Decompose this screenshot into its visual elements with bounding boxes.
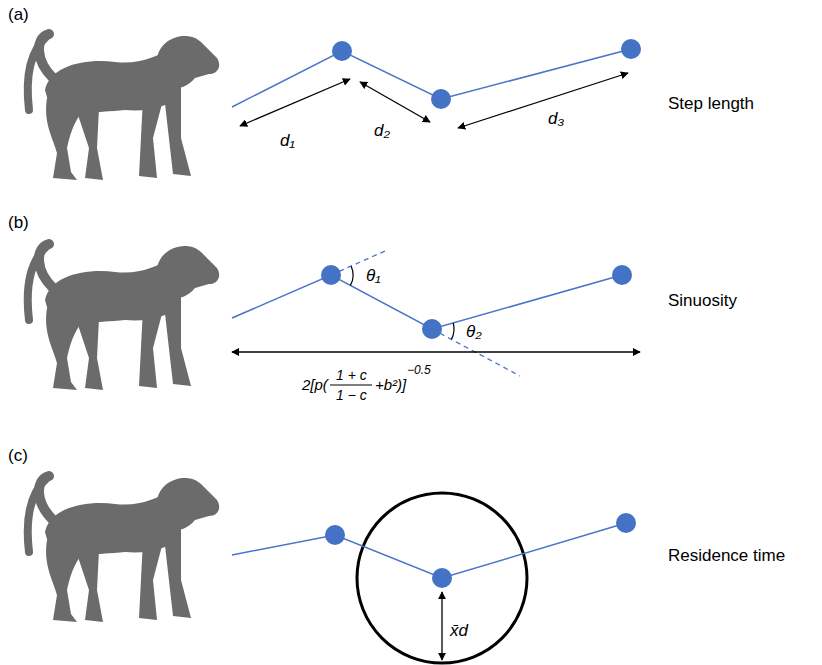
location-fix [422,319,442,339]
formula-part: +b²)] [375,377,406,392]
formula-part: 1 + c [336,368,367,382]
distance-arrow [458,73,628,128]
metric-name: Sinuosity [668,292,737,309]
baboon-silhouette [28,244,219,390]
location-fix [621,39,641,59]
distance-label: d₁ [280,132,295,149]
panel-letter: (b) [8,214,29,231]
angle-arc [451,323,454,339]
distance-label: d₃ [548,110,564,127]
location-fix [332,41,352,61]
location-fix [616,513,636,533]
location-fix [325,525,345,545]
angle-label: θ₂ [466,323,482,340]
distance-arrow [360,82,430,122]
residence-circle [357,493,527,663]
metric-name: Step length [668,95,754,112]
distance-arrow [240,79,350,126]
location-fix [321,265,341,285]
panel-letter: (c) [8,447,28,464]
radius-arrow [441,592,442,660]
baboon-silhouette [28,34,219,180]
metric-name: Residence time [668,547,785,564]
location-fix [432,568,452,588]
angle-arc [350,266,353,285]
baboon-silhouette [28,476,219,622]
formula-part: 2[p( [302,377,328,392]
angle-label: θ₁ [366,267,381,284]
formula-part: 1 − c [336,388,367,402]
distance-label: d₂ [374,122,390,139]
track-line [232,523,626,578]
radius-label: x̄d [450,622,468,639]
formula-part: −0.5 [407,364,431,376]
fraction-bar [330,384,372,385]
distance-arrow [232,351,640,352]
location-fix [431,89,451,109]
panel-letter: (a) [8,6,29,23]
location-fix [612,265,632,285]
